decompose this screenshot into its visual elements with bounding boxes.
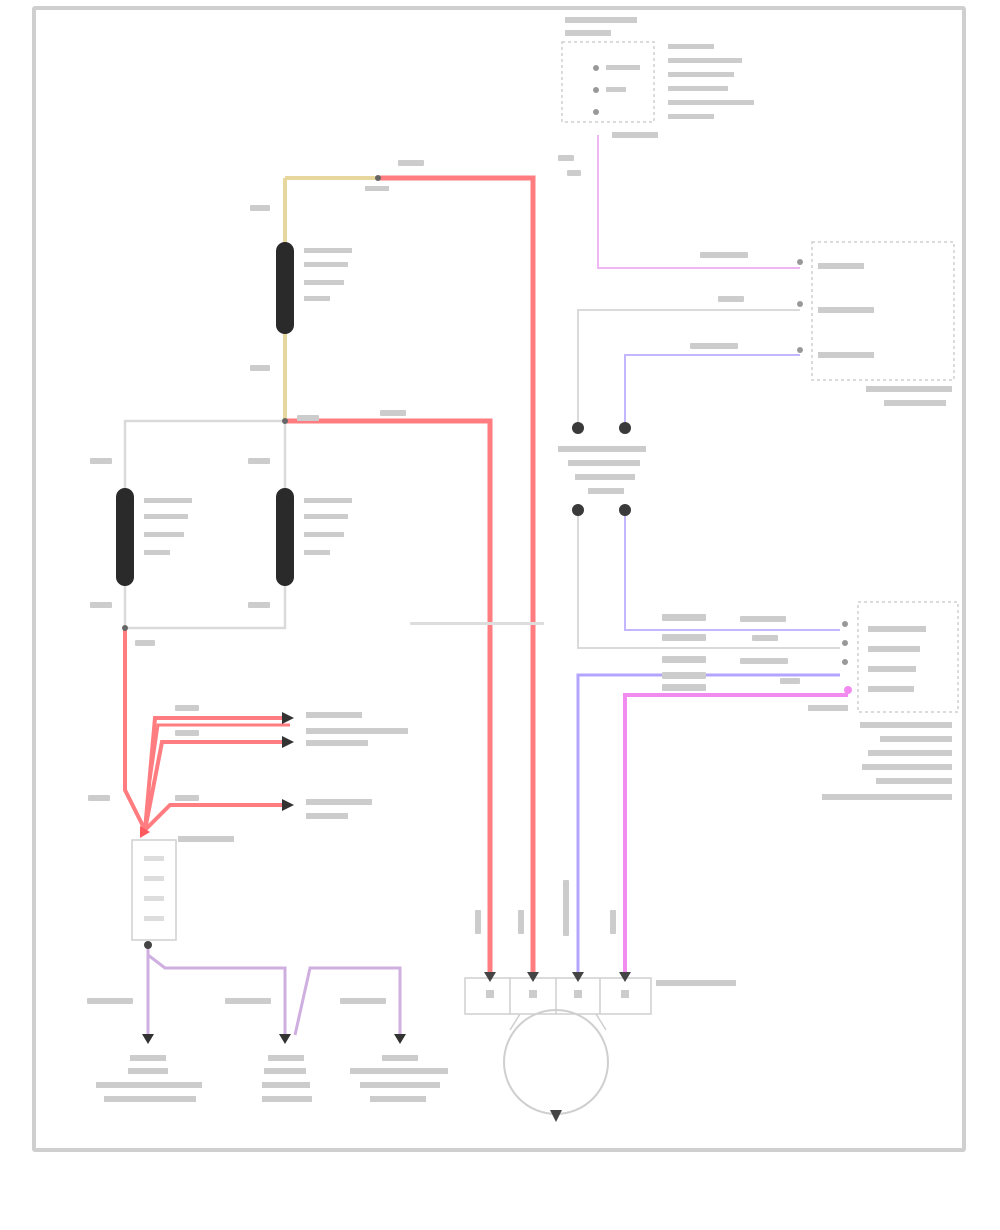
wire-violet-relay <box>624 354 800 425</box>
fusible-link-left <box>116 488 192 586</box>
grounds <box>96 1034 448 1102</box>
vertical-wire-labels <box>475 880 616 936</box>
wire-labels <box>87 155 800 1004</box>
wire-violet-ecm-gen <box>576 673 840 972</box>
wire-red-out1b <box>148 723 290 781</box>
ecm-box <box>808 601 959 800</box>
wire-red-out3 <box>143 803 290 832</box>
diagram-frame <box>32 6 966 1152</box>
wire-white-bot <box>123 585 287 630</box>
relay-box <box>797 241 955 406</box>
generator <box>464 972 736 1122</box>
wire-pink-ign <box>597 135 800 269</box>
wire-red-out1 <box>143 716 290 831</box>
ignition-switch <box>561 17 754 138</box>
output-connectors <box>282 712 408 819</box>
wire-purple-g3 <box>293 966 402 1036</box>
diode-block <box>558 422 646 516</box>
wire-red-battery <box>123 628 147 831</box>
wire-pink-ecm-gen <box>623 693 848 972</box>
wire-red-out2 <box>143 740 290 831</box>
wire-white-relay <box>577 309 800 425</box>
wire-red-top <box>378 175 536 972</box>
wire-violet-diode-down <box>624 510 840 631</box>
fusible-link-top <box>276 242 352 334</box>
battery <box>131 826 234 949</box>
wire-white-diode-down <box>577 510 840 649</box>
splice-points <box>122 175 381 631</box>
fusible-link-right <box>276 488 352 586</box>
wire-purple-g2 <box>147 953 287 1035</box>
wire-white-split <box>123 419 285 490</box>
wire-red-mid <box>285 418 493 972</box>
